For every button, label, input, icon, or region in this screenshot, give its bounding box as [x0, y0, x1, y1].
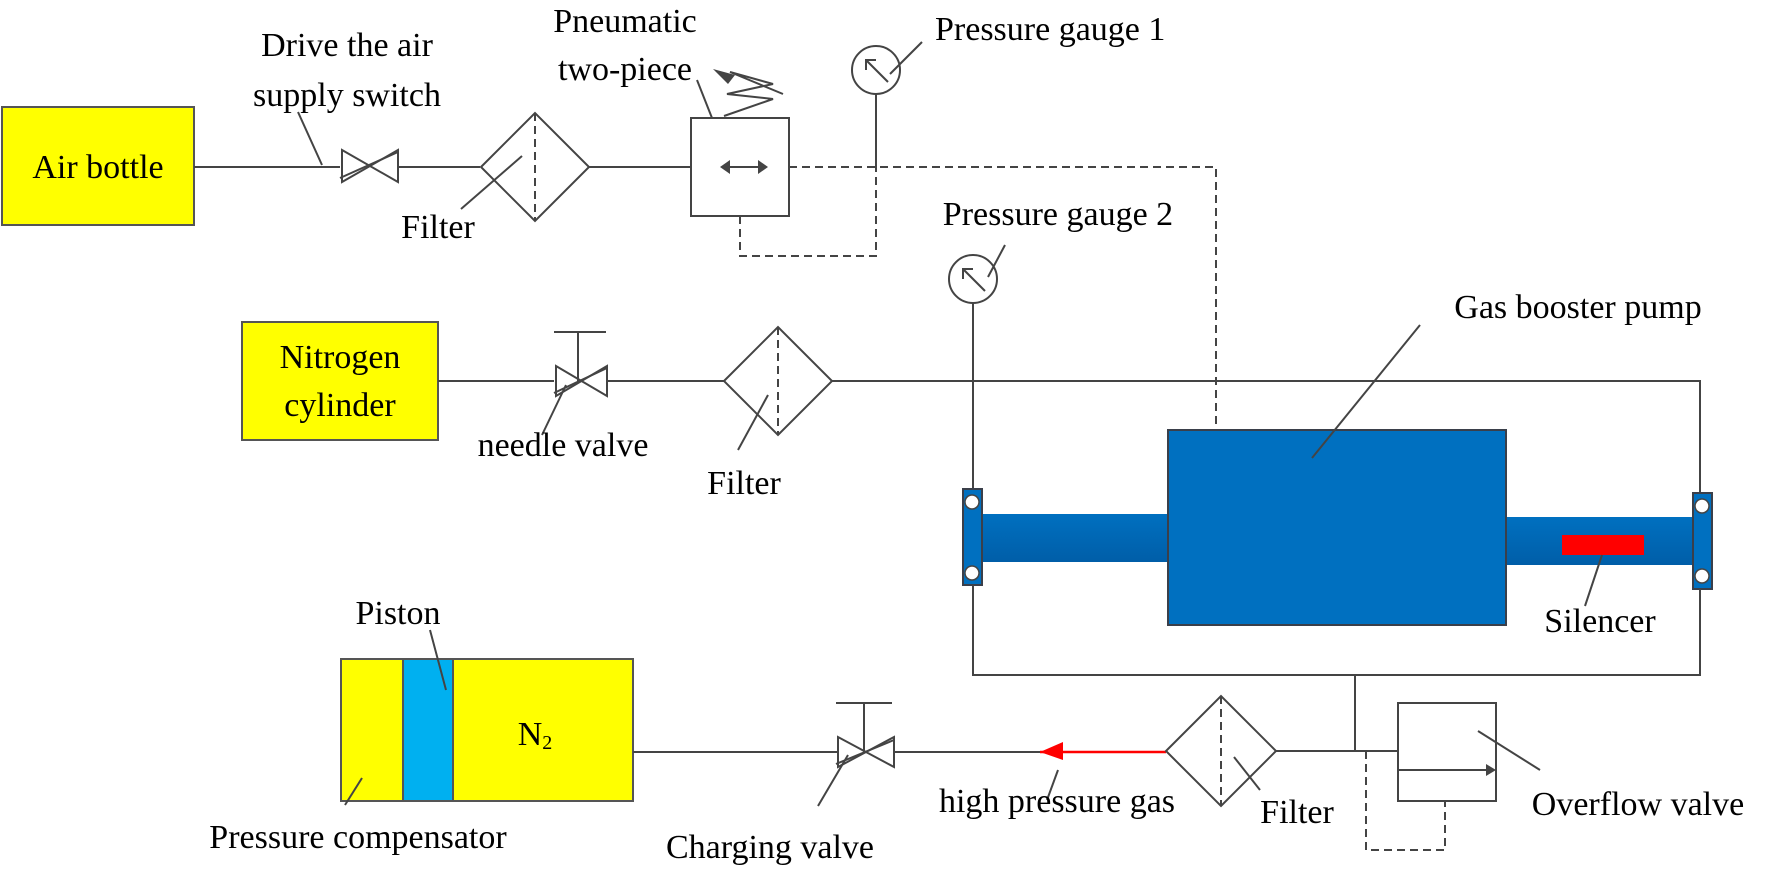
pressure-compensator	[340, 658, 634, 802]
nitrogen-label-2: cylinder	[284, 387, 396, 424]
leader-line	[987, 244, 1006, 278]
filter-icon	[722, 325, 834, 437]
leader-line	[817, 754, 849, 807]
silencer-label: Silencer	[1544, 603, 1656, 640]
air-bottle-label: Air bottle	[32, 149, 163, 186]
leader-line	[344, 777, 363, 806]
spring-icon	[713, 69, 784, 117]
pilot-line	[739, 167, 877, 257]
leader-line	[737, 394, 769, 451]
leader-line	[889, 41, 923, 75]
leader-line	[541, 384, 567, 436]
needle-valve-label: needle valve	[478, 427, 649, 464]
end-flange-right	[1692, 492, 1713, 590]
needle-valve-icon	[553, 331, 608, 398]
charging-valve-icon	[835, 702, 895, 769]
nitrogen-cylinder	[241, 321, 439, 441]
n2-label: N2	[518, 716, 553, 754]
pilot-line	[1365, 751, 1446, 851]
silencer	[1562, 535, 1644, 555]
filter-label: Filter	[707, 465, 781, 502]
air-switch-label-1: Drive the air	[261, 27, 433, 64]
pressure-gauge-2-icon	[948, 254, 998, 304]
air-supply-switch-valve-icon	[339, 148, 399, 184]
leader-line	[696, 79, 713, 119]
filter-label: Filter	[1260, 794, 1334, 831]
pipe	[832, 380, 1701, 492]
valve-arrow-head-icon	[1486, 764, 1496, 776]
pilot-line	[789, 166, 1217, 430]
overflow-valve	[1397, 702, 1497, 802]
end-flange-left	[962, 488, 983, 586]
pneumatic-label-1: Pneumatic	[553, 3, 697, 40]
gas-booster-pump-label: Gas booster pump	[1454, 289, 1701, 326]
leader-line	[429, 629, 447, 691]
flow-arrow-icon	[1040, 742, 1063, 760]
nitrogen-label-1: Nitrogen	[280, 339, 401, 376]
pressure-gauge-1-label: Pressure gauge 1	[935, 11, 1165, 48]
leader-line	[1046, 769, 1059, 801]
leader-line	[1311, 324, 1421, 459]
high-pressure-gas-label: high pressure gas	[939, 783, 1175, 820]
charging-valve-label: Charging valve	[666, 829, 874, 866]
pipe	[972, 585, 1701, 676]
piston	[402, 658, 454, 802]
leader-line	[1584, 554, 1603, 607]
air-bottle	[1, 106, 195, 226]
gas-booster-pump	[1167, 429, 1507, 626]
pump-rod-left	[962, 514, 1174, 562]
piston-label: Piston	[355, 595, 440, 632]
pressure-gauge-1-icon	[851, 45, 901, 95]
double-arrow-icon	[720, 160, 768, 174]
air-switch-label-2: supply switch	[253, 77, 441, 114]
filter-icon	[479, 111, 591, 223]
leader-line	[297, 111, 323, 166]
filter-label: Filter	[401, 209, 475, 246]
overflow-valve-label: Overflow valve	[1532, 786, 1744, 823]
leader-line	[1477, 730, 1541, 771]
pressure-compensator-label: Pressure compensator	[209, 819, 507, 856]
pressure-gauge-2-label: Pressure gauge 2	[943, 196, 1173, 233]
leader-line	[1233, 756, 1261, 791]
leader-line	[460, 155, 523, 210]
pneumatic-label-2: two-piece	[558, 51, 692, 88]
